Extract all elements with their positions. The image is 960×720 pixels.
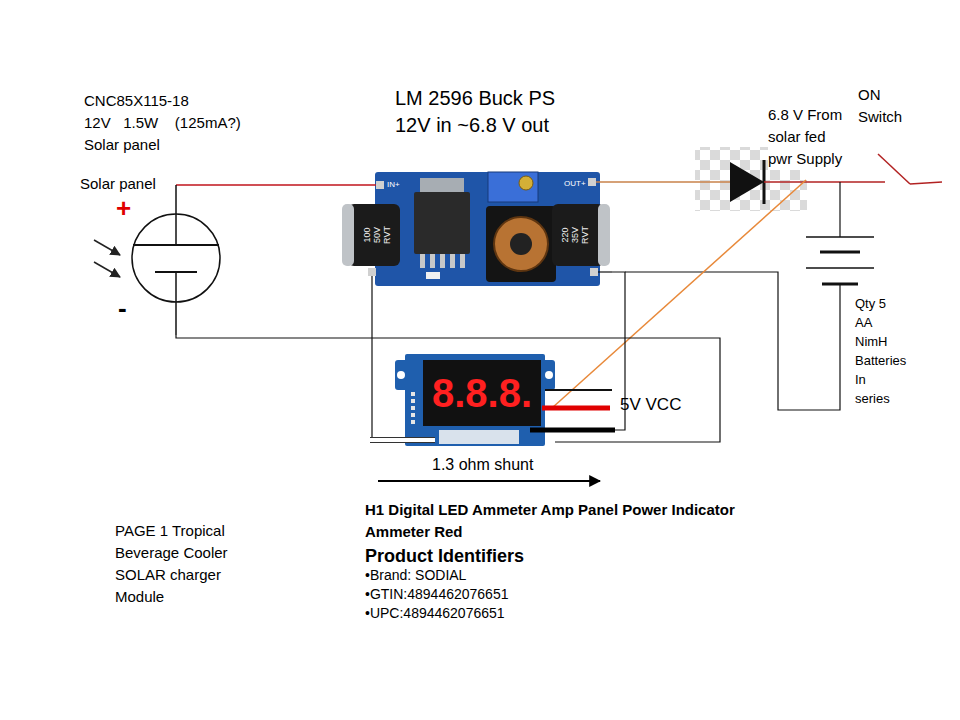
module-rating: 12V in ~6.8 V out [395,113,549,137]
chip-legs [450,254,455,268]
solar-panel-symbol-art [130,185,222,335]
note: 1.3 ohm shunt [432,455,533,474]
capacitor-marking: 220 35V RVT [560,220,590,250]
wire [176,184,340,186]
regulator-chip [414,192,470,254]
wire [176,335,720,442]
mount-hole [397,371,405,379]
heatsink-tab [420,178,464,194]
terminal-label: OUT+ [564,179,586,188]
pin-header [411,406,415,410]
terminal-pad [590,268,598,276]
module-title: LM 2596 Buck PS [395,86,555,110]
capacitor [552,204,604,266]
diode-symbol [730,160,764,204]
terminal-pad [588,178,596,186]
chip-legs [460,254,465,268]
section-heading: Product Identifiers [365,545,524,567]
buck-module: IN+ OUT+ 100 50V RVT 220 35V RVT [340,168,612,290]
inductor [486,206,556,282]
light-arrows [94,240,120,277]
switch-symbol [878,154,910,184]
battery-symbol [806,267,874,269]
wire [371,276,372,290]
capacitor-end [598,204,610,266]
shunt-wire [370,438,435,442]
battery-symbol [806,236,874,238]
terminal-label: IN+ [387,180,400,189]
light-arrows [94,262,120,277]
led-display [423,360,541,426]
pcb [405,354,545,446]
signal-name: 5V VCC [620,395,681,415]
page-note: PAGE 1 Tropical Beverage Cooler SOLAR ch… [115,520,240,608]
note: 6.8 V From solar fed pwr Supply [768,104,848,170]
chip-legs [420,254,465,268]
vcc-wire [542,406,610,411]
shunt-wire [370,437,435,443]
wire [598,271,612,272]
product-id: •Brand: SODIAL [365,567,466,584]
diode-symbol [730,162,764,202]
component-label: Solar panel [80,175,156,193]
pin-header [411,392,415,396]
cell-plate [133,244,219,246]
ground-wire [530,428,615,433]
pin-header [411,420,415,424]
pin-header [411,399,415,403]
panel-lead [175,272,177,335]
capacitor-marking: 100 50V RVT [362,220,392,250]
switch-symbol [910,182,942,184]
polarity-mark: + [116,195,131,221]
note: Qty 5 AA NimH Batteries In series [855,294,897,408]
product-title: H1 Digital LED Ammeter Amp Panel Power I… [365,499,765,543]
connector-block [439,430,519,444]
trim-pot [488,172,538,202]
panel-rating: 12V 1.5W (125mA?) [84,114,241,132]
pcb [375,172,600,286]
shunt-arrow [378,480,600,482]
ground-wire [625,272,840,410]
chip-legs [420,254,425,268]
polarity-mark: - [118,295,127,321]
terminal-pad [368,268,376,276]
capacitor [348,204,400,266]
product-id: •UPC:4894462076651 [365,605,505,622]
supply-wire [764,181,885,183]
output-wire [612,181,730,183]
inductor-winding [494,217,548,271]
switch-symbol [878,154,942,184]
battery-symbol [806,182,874,284]
trim-screw [519,176,533,190]
capacitor-end [342,204,354,266]
battery-symbol [820,251,860,254]
vcc-wire [552,180,806,408]
mount-hole [545,371,553,379]
part-name: ON Switch [858,84,913,128]
part-number: CNC85X115-18 [84,92,189,110]
wire [340,184,380,186]
chip-legs [440,254,445,268]
battery-symbol [839,182,840,237]
terminal-pad [376,181,384,189]
chip-legs [430,254,435,268]
wire [372,290,395,440]
inductor-core [510,233,532,255]
wire [596,181,612,183]
display-digits: 8.8.8. [423,360,541,426]
signal-wire [545,389,612,391]
pin-header [411,392,415,424]
product-id: •GTIN:4894462076651 [365,586,508,603]
ammeter-module: 8.8.8. [395,352,555,450]
solar-panel-symbol: Solar panel+- [130,185,222,335]
part-name: Solar panel [84,136,160,154]
panel-lead [175,185,177,245]
light-arrows [94,240,120,255]
pin-header [411,413,415,417]
smd-part [426,272,440,279]
